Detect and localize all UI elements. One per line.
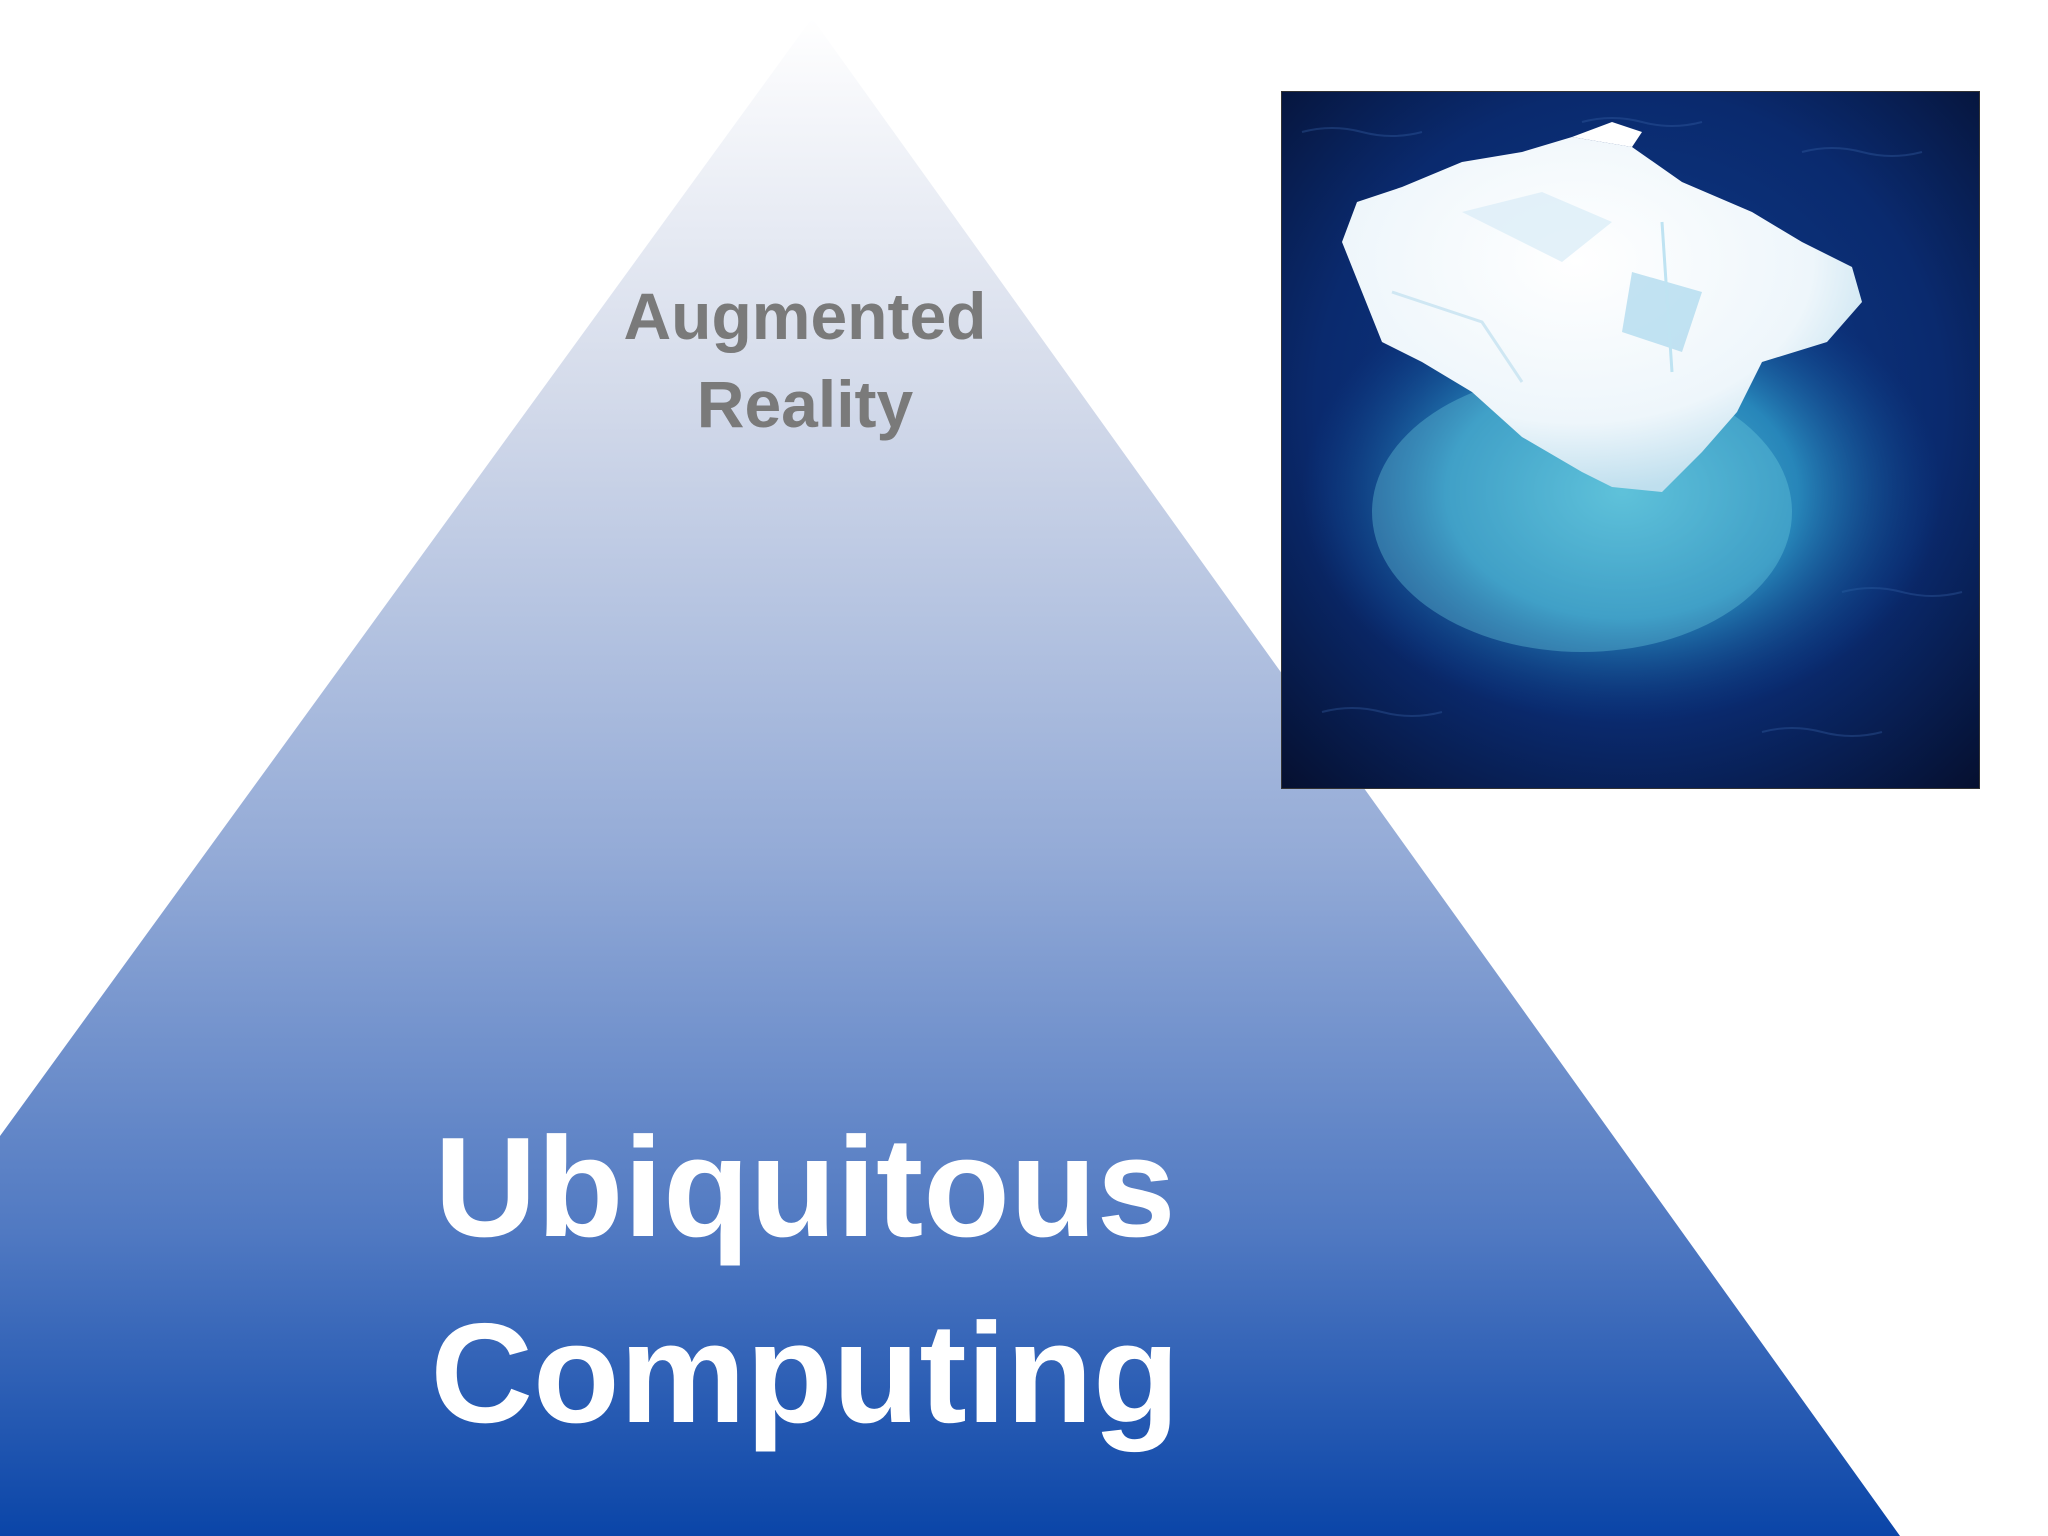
pyramid-shape (0, 18, 1900, 1536)
top-label-line-1: Augmented (623, 279, 987, 353)
ubiquitous-computing-label: Ubiquitous Computing (360, 1095, 1250, 1467)
bottom-label-line-1: Ubiquitous (434, 1108, 1176, 1267)
iceberg-photo (1281, 91, 1980, 789)
augmented-reality-label: Augmented Reality (555, 272, 1055, 448)
bottom-label-line-2: Computing (430, 1294, 1180, 1453)
top-label-line-2: Reality (696, 367, 914, 441)
